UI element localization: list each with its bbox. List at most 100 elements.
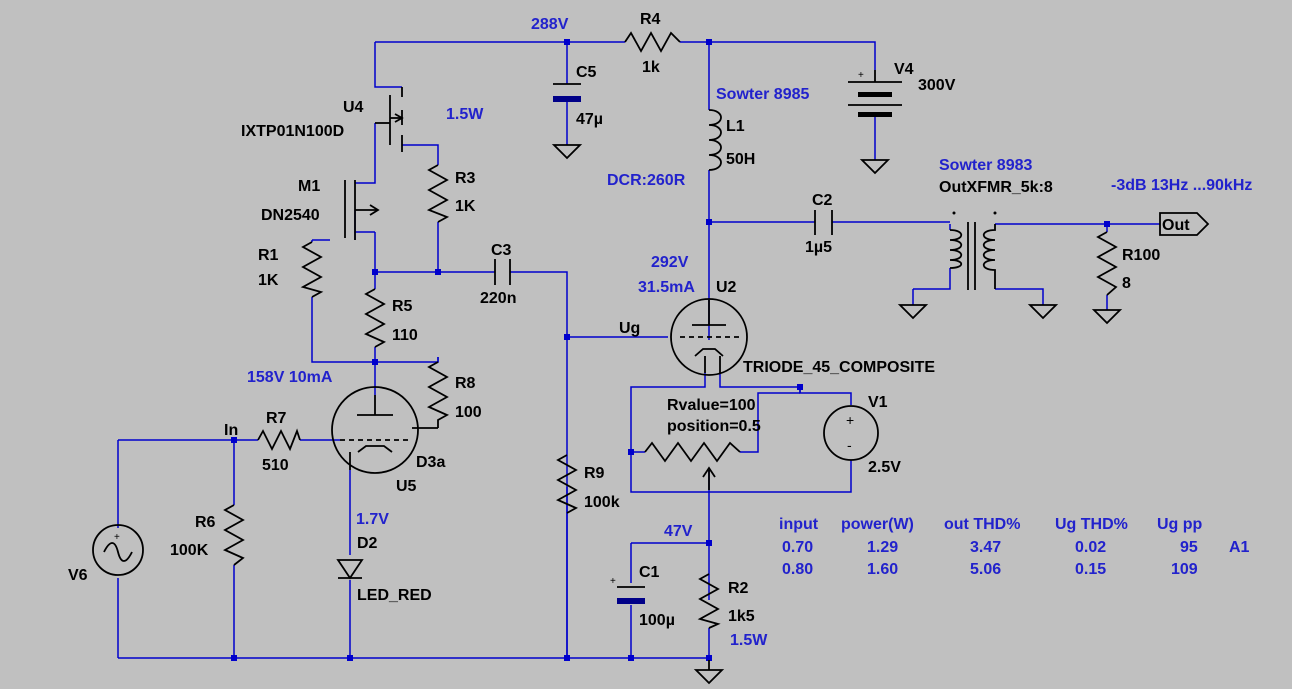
r2-power-label: 1.5W [730,632,768,649]
table-header: Ug pp [1157,516,1203,533]
d2-part: LED_RED [357,587,432,604]
r5-value: 110 [392,327,418,344]
output-transformer [949,211,997,290]
u4-part: IXTP01N100D [241,123,344,140]
out-port-flag [1159,212,1210,236]
pot-position: position=0.5 [667,418,761,435]
v1-value: 2.5V [868,459,901,476]
c2-value: 1µ5 [805,239,832,256]
r8-name: R8 [455,375,476,392]
r3-resistor [426,164,450,223]
table-cell: A1 [1229,539,1250,556]
r7-name: R7 [266,410,287,427]
table-cell: 1.60 [867,561,898,578]
r4-resistor [624,31,681,53]
r8-value: 100 [455,404,482,421]
table-cell: 1.29 [867,539,898,556]
bandwidth-label: -3dB 13Hz ...90kHz [1111,177,1252,194]
table-cell: 0.70 [782,539,813,556]
table-cell: 95 [1180,539,1198,556]
v6-ac-source: + [92,524,144,576]
sowter-8985-label: Sowter 8985 [716,86,809,103]
out-label: Out [1162,217,1190,234]
c2-name: C2 [812,192,833,209]
svg-text:+: + [610,576,616,587]
u4-mosfet [375,87,404,152]
d2-name: D2 [357,535,378,552]
dcr-label: DCR:260R [607,172,686,189]
r5-name: R5 [392,298,413,315]
table-cell: 109 [1171,561,1198,578]
labels: 288V R4 1k C5 47µ V4 300V Sowter 8985 L1… [68,11,1252,649]
svg-text:+: + [858,70,864,81]
u5-pentode [331,386,438,474]
v4-value: 300V [918,77,956,94]
in-node-label: In [224,422,238,439]
junction-dots [231,39,1110,661]
c2-capacitor [814,210,833,235]
triode-model: TRIODE_45_COMPOSITE [743,359,935,376]
v6-name: V6 [68,567,88,584]
svg-text:+: + [114,532,120,543]
table-cell: 0.15 [1075,561,1106,578]
results-table: input power(W) out THD% Ug THD% Ug pp 0.… [779,516,1250,578]
r9-name: R9 [584,465,605,482]
v4-battery: + [848,70,902,117]
c1-value: 100µ [639,612,675,629]
ground-symbols [551,144,1123,685]
c5-capacitor [553,83,581,102]
table-cell: 5.06 [970,561,1001,578]
r7-resistor [257,428,301,452]
r1-value: 1K [258,272,279,289]
r4-name: R4 [640,11,661,28]
node-47v-label: 47V [664,523,693,540]
r6-name: R6 [195,514,216,531]
c1-name: C1 [639,564,660,581]
v4-name: V4 [894,61,914,78]
plate-current-label: 31.5mA [638,279,695,296]
table-header: input [779,516,819,533]
c3-capacitor [494,259,511,285]
c3-name: C3 [491,242,512,259]
l1-inductor [708,109,722,171]
r6-resistor [222,504,245,566]
r5-resistor [363,288,387,348]
r7-value: 510 [262,457,289,474]
r100-value: 8 [1122,275,1131,292]
node-158v-label: 158V 10mA [247,369,333,386]
l1-name: L1 [726,118,745,135]
table-header: power(W) [841,516,914,533]
u2-triode [670,298,748,376]
u4-name: U4 [343,99,364,116]
m1-name: M1 [298,178,320,195]
r8-resistor [426,361,450,428]
r2-value: 1k5 [728,608,755,625]
r1-resistor [300,241,324,298]
svg-text:+: + [846,412,854,428]
r100-name: R100 [1122,247,1160,264]
sowter-8983-label: Sowter 8983 [939,157,1032,174]
r3-name: R3 [455,170,476,187]
table-cell: 3.47 [970,539,1001,556]
potentiometer [644,441,741,490]
table-cell: 0.02 [1075,539,1106,556]
c5-name: C5 [576,64,597,81]
r9-resistor [555,454,579,514]
r2-name: R2 [728,580,749,597]
ug-node-label: Ug [619,320,640,337]
r1-name: R1 [258,247,279,264]
r2-resistor [697,573,721,629]
u4-power-label: 1.5W [446,106,484,123]
r6-value: 100K [170,542,209,559]
r9-value: 100k [584,494,620,511]
c5-value: 47µ [576,111,603,128]
c3-value: 220n [480,290,516,307]
m1-mosfet [344,180,380,240]
v1-name: V1 [868,394,888,411]
r100-resistor [1096,231,1118,296]
table-header: Ug THD% [1055,516,1128,533]
transformer-name: OutXFMR_5k:8 [939,179,1053,196]
u2-name: U2 [716,279,737,296]
